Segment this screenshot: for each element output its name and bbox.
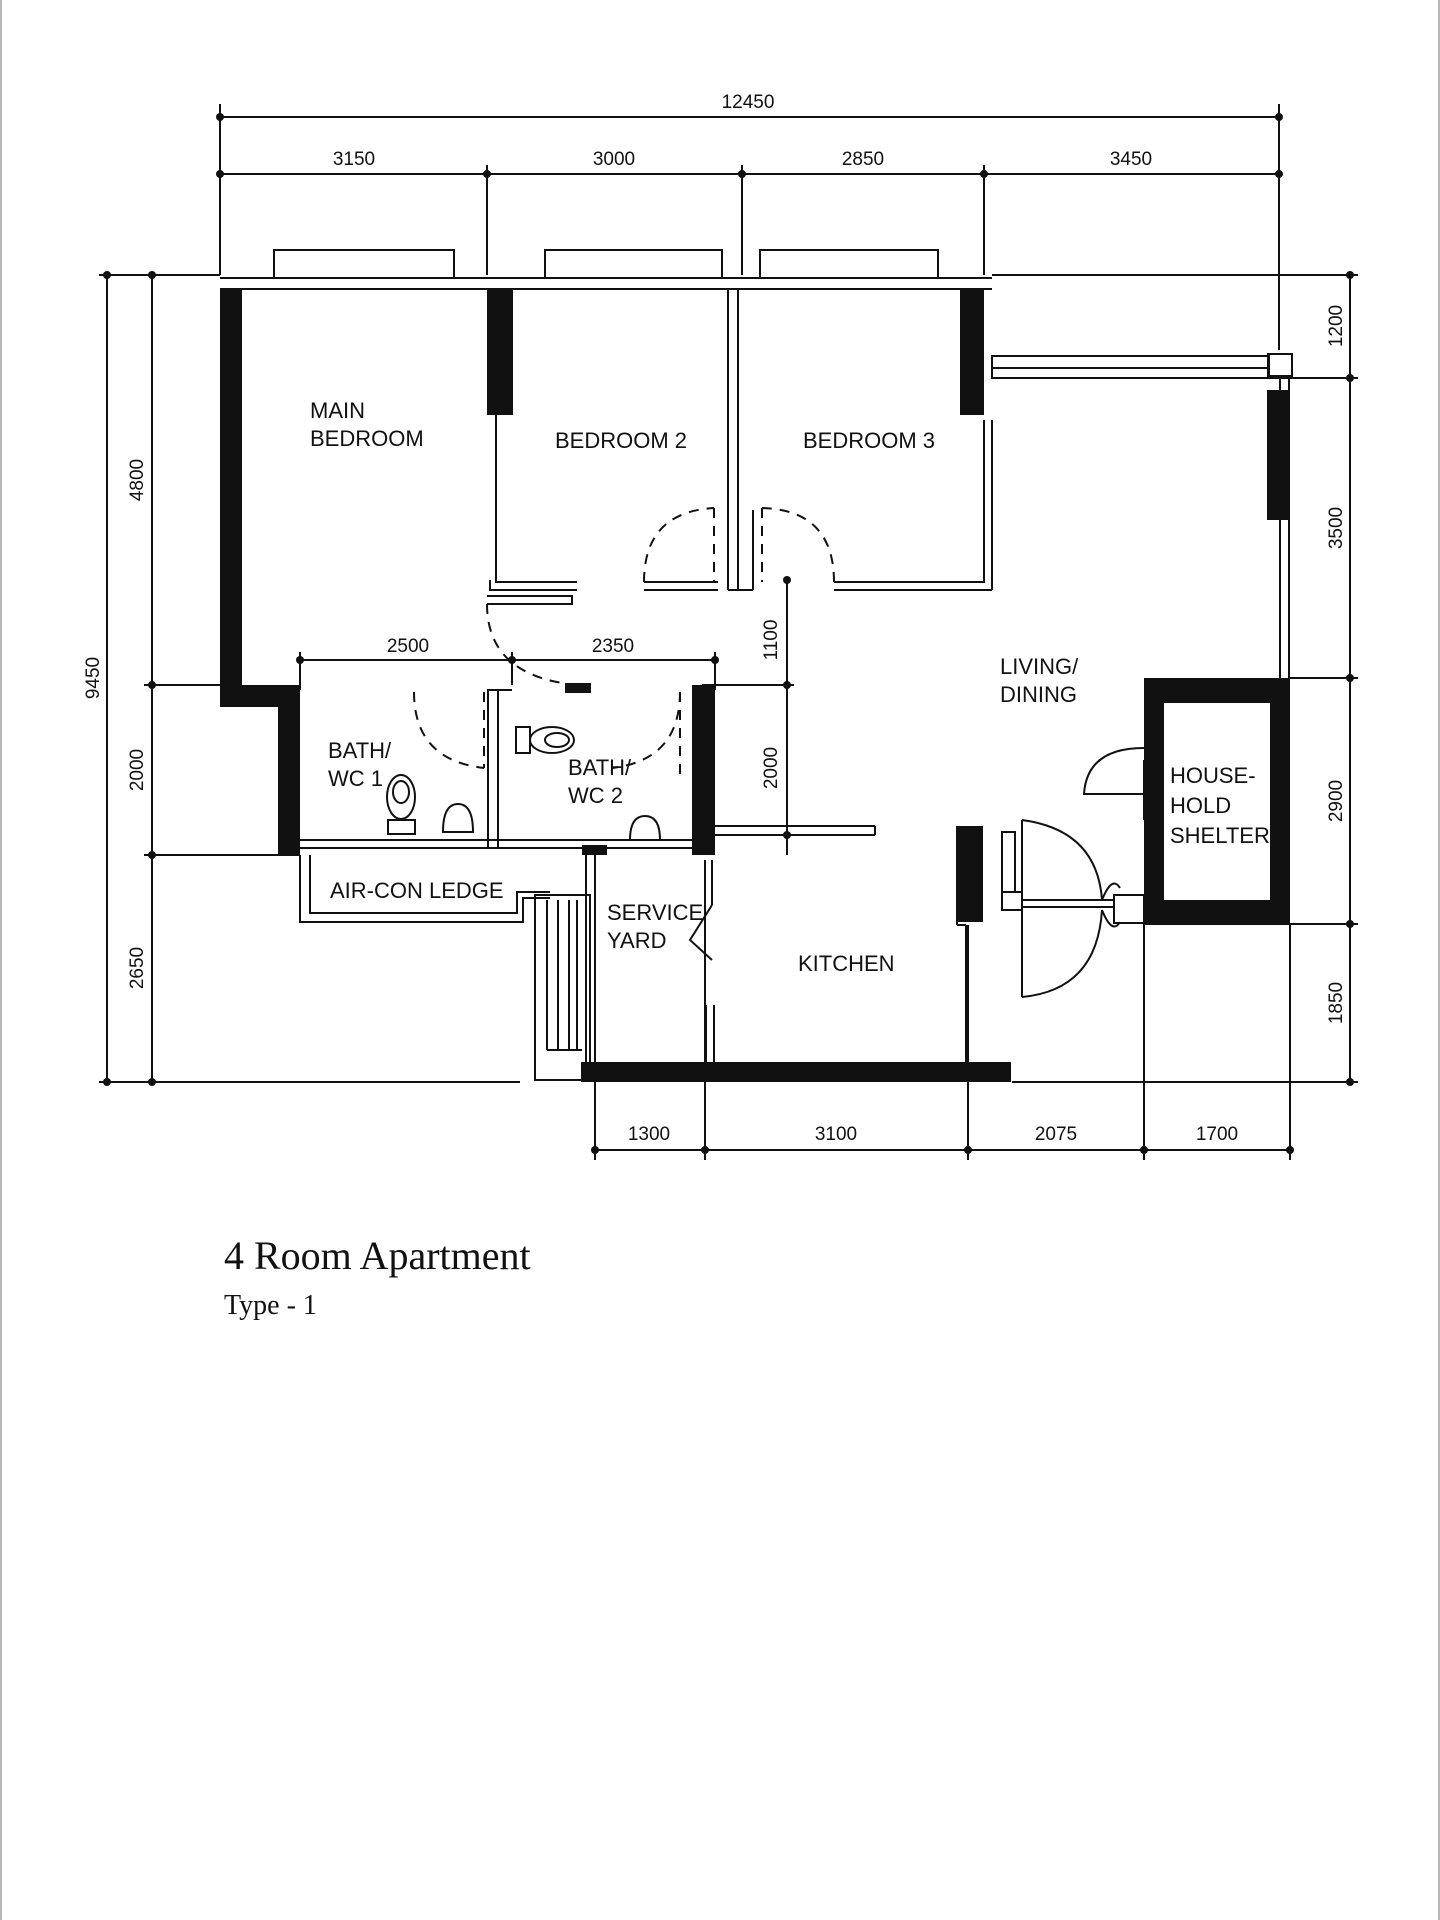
label-air-con-ledge: AIR-CON LEDGE <box>330 878 504 903</box>
basin-wc1 <box>441 802 475 833</box>
dim-bottom-1: 1300 <box>628 1124 670 1145</box>
dim-right-2: 3500 <box>1326 507 1347 549</box>
door-swings <box>413 507 1145 998</box>
basin-wc2 <box>628 814 662 841</box>
label-bedroom-2: BEDROOM 2 <box>555 428 687 453</box>
plan-subtitle: Type - 1 <box>224 1290 317 1321</box>
thick-walls <box>220 288 1290 1082</box>
label-kitchen: KITCHEN <box>798 951 895 976</box>
dim-right-1: 1200 <box>1326 305 1347 347</box>
dim-top-2: 3000 <box>593 149 635 170</box>
dim-top-1: 3150 <box>333 149 375 170</box>
label-main-bedroom: MAIN BEDROOM <box>310 398 424 451</box>
plan-title: 4 Room Apartment <box>224 1233 531 1278</box>
dim-top-3: 2850 <box>842 149 884 170</box>
floor-plan: 12450 3150 3000 2850 3450 9450 4800 2000… <box>83 92 1358 1160</box>
label-bath-wc-2: BATH/ WC 2 <box>568 755 637 808</box>
dimension-markers <box>103 113 1354 1154</box>
dim-bottom-4: 1700 <box>1196 1124 1238 1145</box>
dim-left-3: 2650 <box>127 947 148 989</box>
dim-bottom-3: 2075 <box>1035 1124 1077 1145</box>
dim-overall-height: 9450 <box>83 657 104 699</box>
label-bedroom-3: BEDROOM 3 <box>803 428 935 453</box>
dim-corridor: 1100 <box>761 620 782 661</box>
dim-overall-width: 12450 <box>722 92 775 113</box>
dim-top-4: 3450 <box>1110 149 1152 170</box>
sanitary-fixtures <box>386 726 662 841</box>
thin-walls <box>152 249 1358 1083</box>
label-living-dining: LIVING/ DINING <box>1000 654 1084 707</box>
dim-right-3: 2900 <box>1326 780 1347 822</box>
dim-left-1: 4800 <box>127 459 148 501</box>
toilet-wc2 <box>515 726 575 754</box>
room-labels: MAIN BEDROOM BEDROOM 2 BEDROOM 3 LIVING/… <box>310 398 1270 976</box>
label-service-yard: SERVICE YARD <box>607 900 709 953</box>
dim-bottom-2: 3100 <box>815 1124 857 1145</box>
dim-bath2-width: 2350 <box>592 636 634 657</box>
label-household-shelter: HOUSE- HOLD SHELTER <box>1170 763 1270 848</box>
dimension-lines <box>99 104 1358 1160</box>
label-bath-wc-1: BATH/ WC 1 <box>328 738 397 791</box>
dim-bath1-width: 2500 <box>387 636 429 657</box>
dim-left-2: 2000 <box>127 749 148 791</box>
dim-bath-height: 2000 <box>761 747 782 789</box>
toilet-wc1 <box>386 774 416 835</box>
dim-right-4: 1850 <box>1326 982 1347 1024</box>
